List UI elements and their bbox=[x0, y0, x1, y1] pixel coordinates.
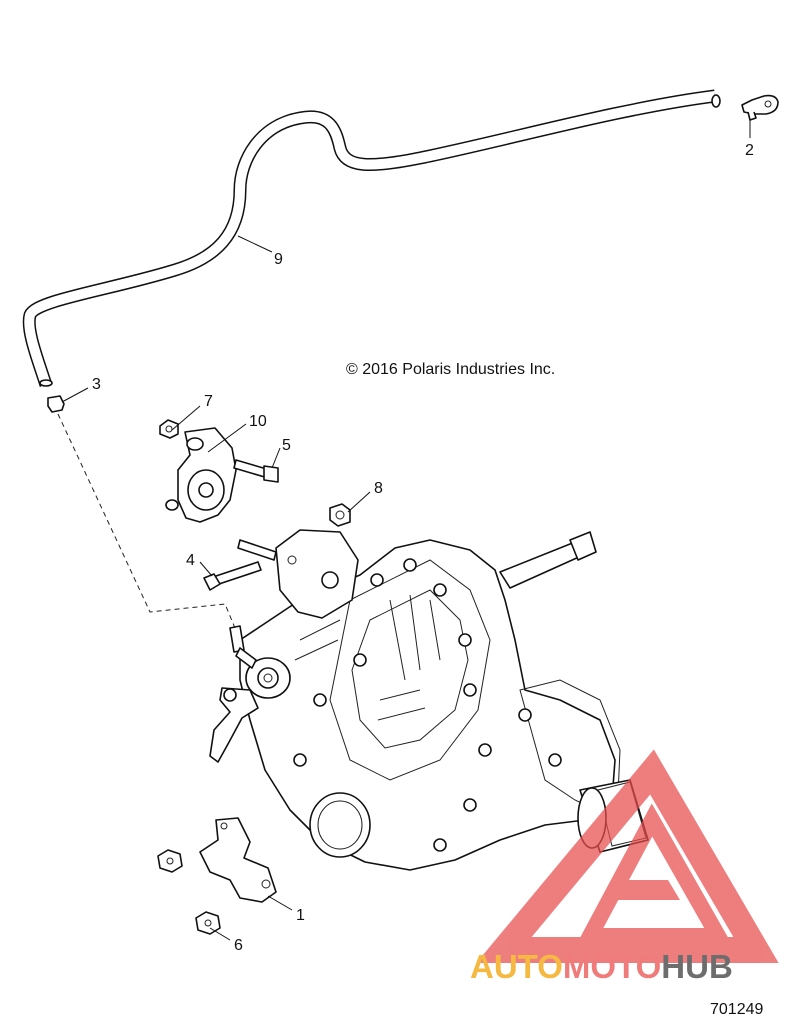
bracket-plate bbox=[165, 427, 237, 523]
figure-number: 701249 bbox=[710, 1001, 763, 1018]
watermark-auto: AUTO bbox=[470, 948, 563, 985]
callout-labels: 1 2 3 4 5 6 7 8 9 10 bbox=[92, 142, 754, 954]
lower-bracket bbox=[199, 817, 277, 903]
vent-hose bbox=[22, 89, 721, 387]
bolt-5 bbox=[233, 459, 279, 483]
leader-lines bbox=[61, 118, 751, 941]
copyright-text: © 2016 Polaris Industries Inc. bbox=[346, 361, 555, 378]
nut-7 bbox=[159, 419, 179, 439]
transmission-housing bbox=[209, 529, 649, 871]
callout-5: 5 bbox=[282, 437, 291, 454]
watermark-text: AUTOMOTOHUB bbox=[470, 948, 733, 985]
bolt-4 bbox=[203, 539, 277, 591]
routing-dashed-line bbox=[57, 413, 236, 629]
callout-1: 1 bbox=[296, 907, 305, 924]
callout-8: 8 bbox=[374, 480, 383, 497]
callout-6: 6 bbox=[234, 937, 243, 954]
callout-9: 9 bbox=[274, 251, 283, 268]
hose-clamp bbox=[47, 395, 65, 413]
callout-2: 2 bbox=[745, 142, 754, 159]
vent-fitting bbox=[741, 94, 779, 121]
watermark-logo bbox=[476, 749, 779, 963]
callout-7: 7 bbox=[204, 393, 213, 410]
watermark-moto: MOTO bbox=[563, 948, 661, 985]
nut-6 bbox=[195, 911, 221, 935]
nut-bracket bbox=[157, 849, 183, 873]
callout-3: 3 bbox=[92, 376, 101, 393]
callout-4: 4 bbox=[186, 552, 195, 569]
watermark-hub: HUB bbox=[661, 948, 733, 985]
callout-10: 10 bbox=[249, 413, 267, 430]
bolt-8 bbox=[329, 503, 351, 527]
